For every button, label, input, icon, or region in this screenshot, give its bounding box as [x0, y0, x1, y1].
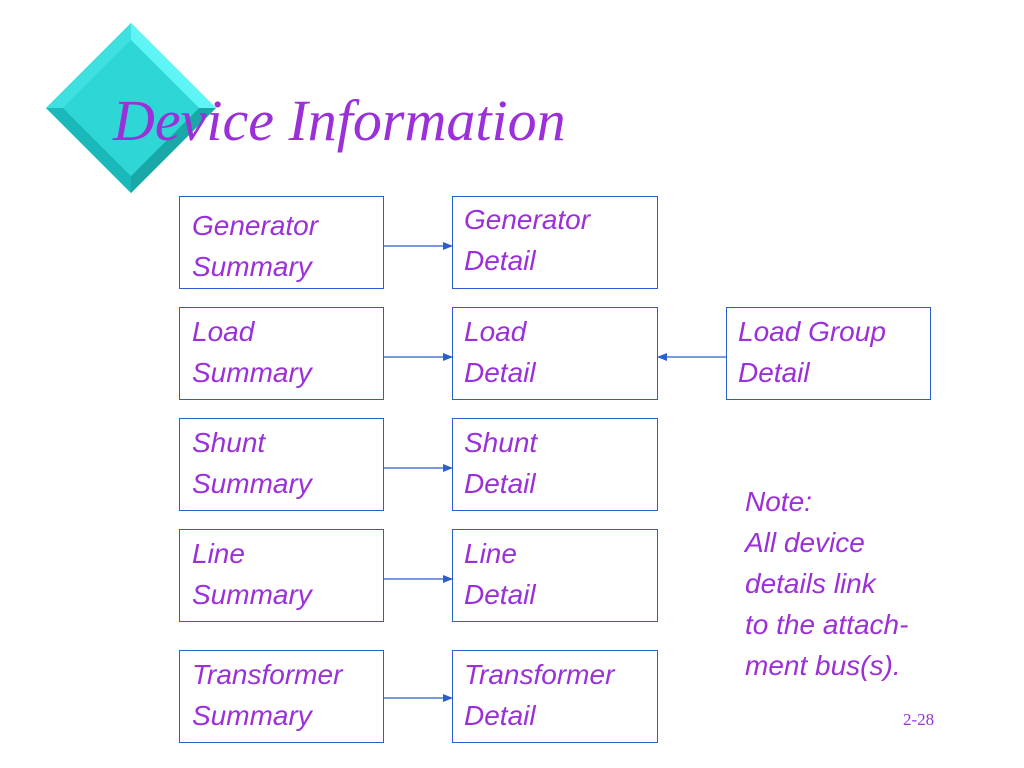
node-line: Detail	[464, 357, 536, 388]
node-line: Detail	[738, 357, 810, 388]
node-line: Load	[464, 316, 527, 347]
note-line: to the attach-	[745, 609, 909, 640]
transformer-summary-box: Transformer Summary	[179, 650, 384, 743]
shunt-detail-box: Shunt Detail	[452, 418, 658, 511]
node-line: Transformer	[192, 659, 343, 690]
node-line: Detail	[464, 468, 536, 499]
node-line: Load	[192, 316, 255, 347]
note-line: ment bus(s).	[745, 650, 901, 681]
generator-detail-box: Generator Detail	[452, 196, 658, 289]
shunt-summary-box: Shunt Summary	[179, 418, 384, 511]
line-summary-box: Line Summary	[179, 529, 384, 622]
node-line: Shunt	[464, 427, 538, 458]
node-line: Detail	[464, 579, 536, 610]
node-line: Summary	[192, 700, 312, 731]
node-line: Detail	[464, 245, 536, 276]
node-line: Transformer	[464, 659, 615, 690]
diamond-logo-icon	[46, 23, 216, 193]
line-detail-box: Line Detail	[452, 529, 658, 622]
node-line: Line	[464, 538, 517, 569]
node-line: Summary	[192, 251, 312, 282]
note-line: Note:	[745, 486, 812, 517]
note-line: details link	[745, 568, 876, 599]
note-text: Note: All device details link to the att…	[745, 481, 908, 686]
note-line: All device	[745, 527, 865, 558]
load-summary-box: Load Summary	[179, 307, 384, 400]
slide-number: 2-28	[903, 710, 935, 729]
node-line: Summary	[192, 468, 312, 499]
node-line: Shunt	[192, 427, 266, 458]
node-line: Summary	[192, 579, 312, 610]
node-line: Load Group	[738, 316, 886, 347]
slide-title: Device Information	[113, 88, 566, 153]
node-line: Detail	[464, 700, 536, 731]
transformer-detail-box: Transformer Detail	[452, 650, 658, 743]
node-line: Line	[192, 538, 245, 569]
node-line: Generator	[192, 210, 319, 241]
generator-summary-box: Generator Summary	[179, 196, 384, 289]
load-detail-box: Load Detail	[452, 307, 658, 400]
diamond-graphic	[46, 23, 216, 193]
node-line: Generator	[464, 204, 591, 235]
node-line: Summary	[192, 357, 312, 388]
load-group-detail-box: Load Group Detail	[726, 307, 931, 400]
